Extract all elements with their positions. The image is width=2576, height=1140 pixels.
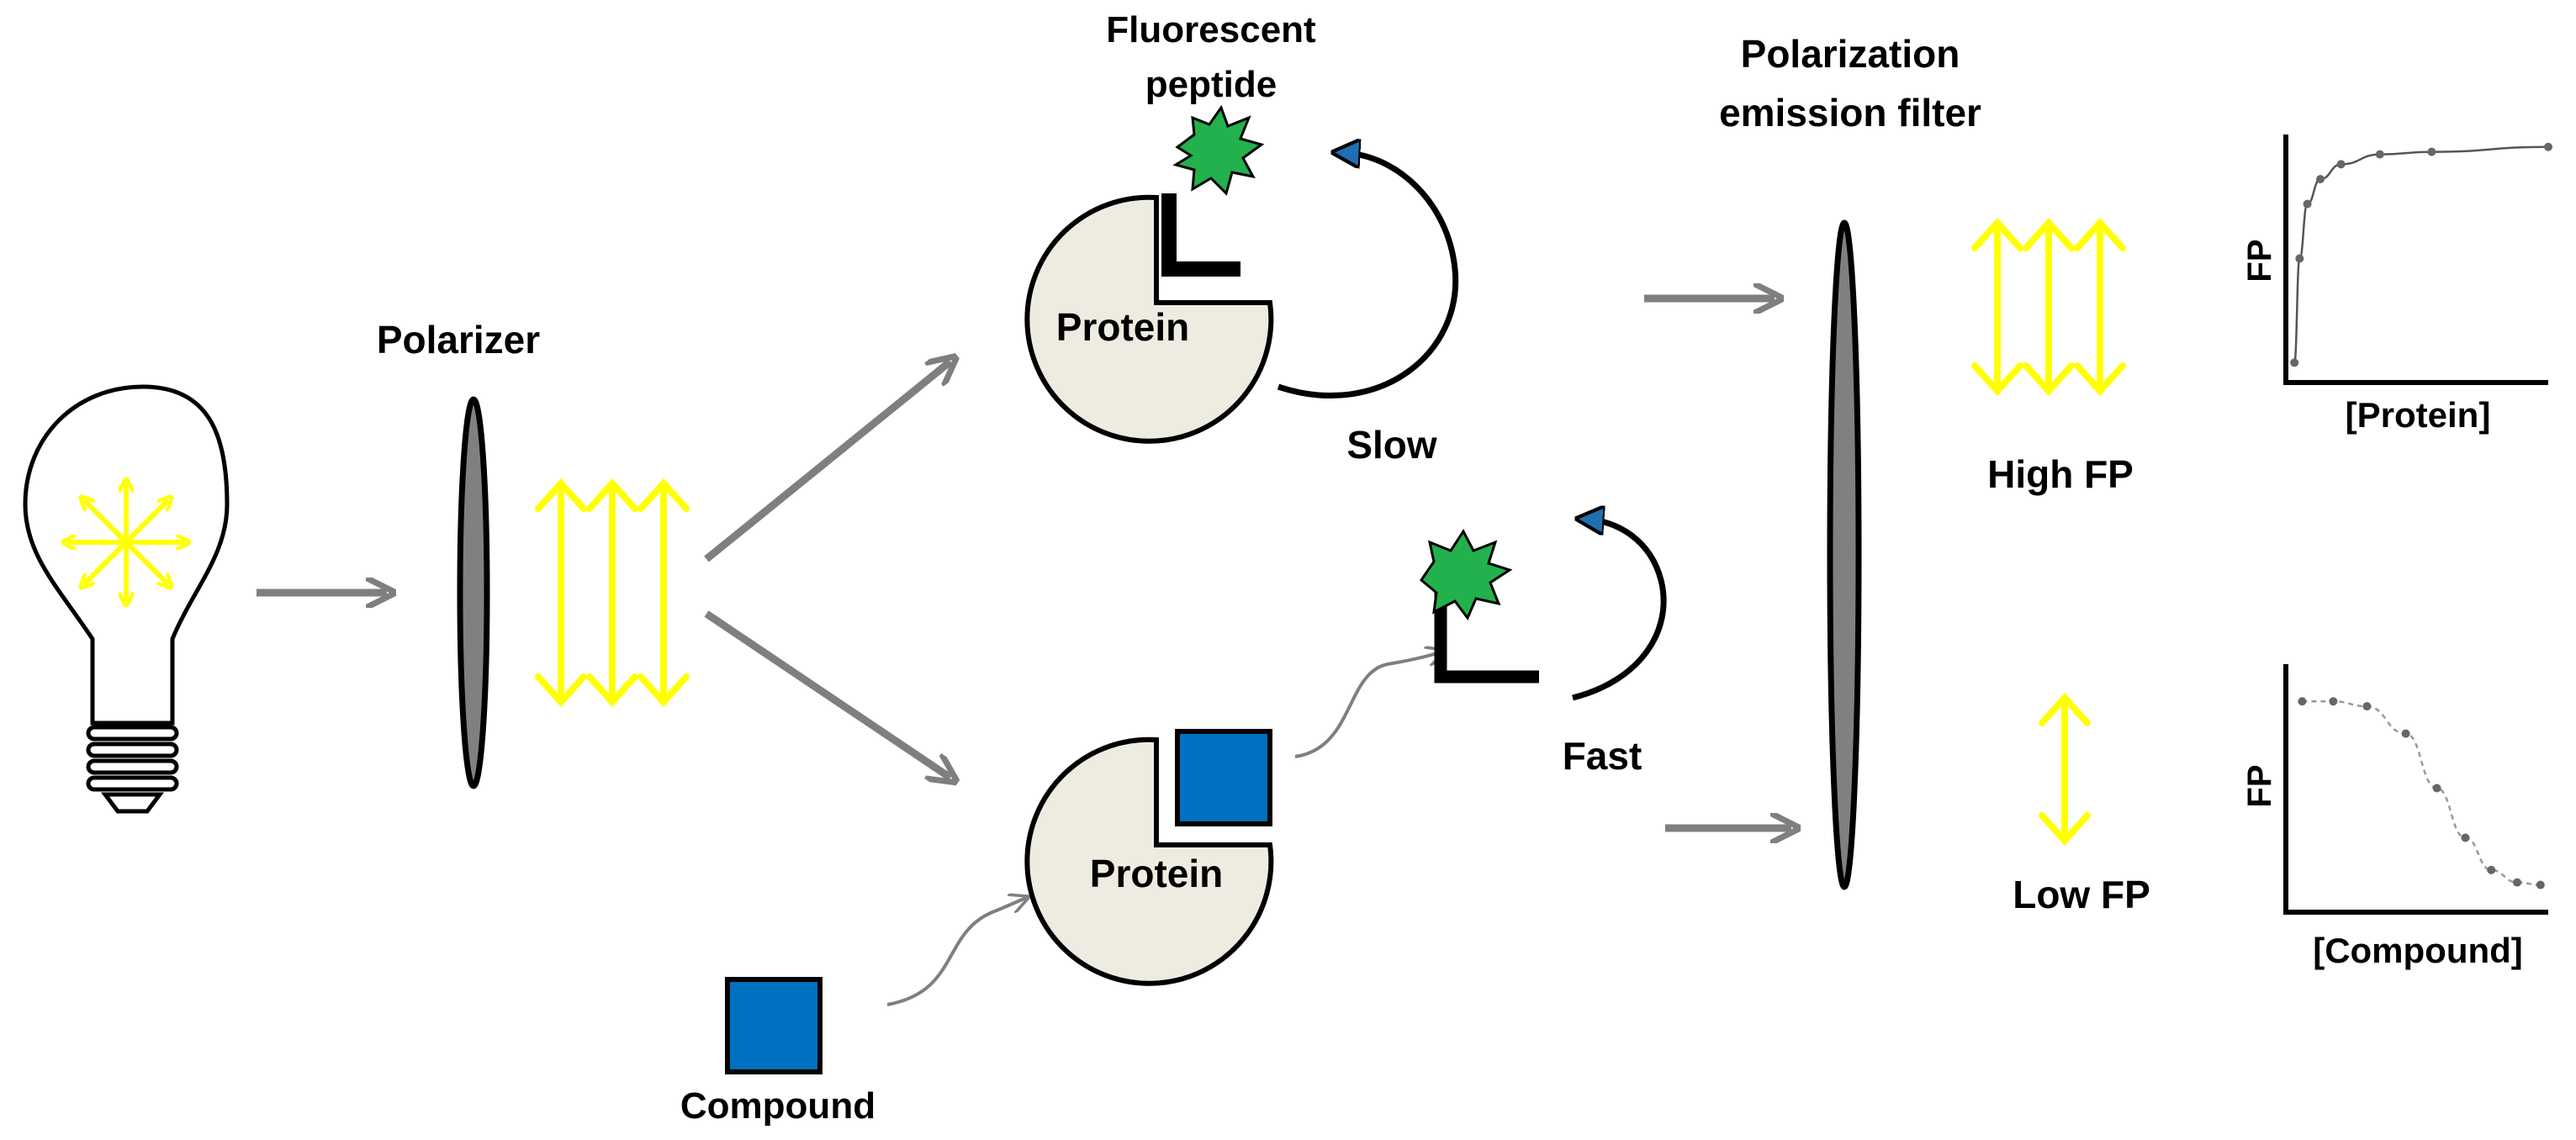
polarizer-lens bbox=[457, 396, 490, 789]
data-point bbox=[2375, 150, 2384, 159]
fluorophore-bottom-icon bbox=[1419, 529, 1513, 620]
fast-rotation-arrow bbox=[1572, 520, 1667, 701]
data-point bbox=[2401, 729, 2410, 738]
peptide-free-icon bbox=[1434, 580, 1539, 683]
data-point bbox=[2298, 697, 2307, 706]
polarizer-label: Polarizer bbox=[377, 318, 540, 362]
data-point bbox=[2336, 160, 2346, 169]
compound-bound-square bbox=[1175, 729, 1272, 826]
protein-bottom-label: Protein bbox=[1090, 852, 1223, 895]
protein-bottom bbox=[1024, 736, 1274, 986]
data-point bbox=[2303, 199, 2312, 208]
data-point bbox=[2362, 702, 2372, 711]
data-point bbox=[2487, 865, 2496, 874]
polarized-light-icon bbox=[535, 478, 690, 707]
data-point bbox=[2461, 833, 2470, 842]
fluorophore-top-icon bbox=[1172, 104, 1265, 196]
fluorescent-peptide-label-line1: Fluorescent bbox=[1106, 9, 1316, 50]
slow-label: Slow bbox=[1346, 423, 1437, 467]
data-point bbox=[2329, 697, 2338, 706]
data-point bbox=[2295, 254, 2304, 263]
chart-axes bbox=[2283, 664, 2548, 915]
polarization-filter-label-line2: emission filter bbox=[1719, 91, 1981, 135]
data-point bbox=[2432, 784, 2441, 793]
light-bulb-icon bbox=[23, 384, 230, 814]
binding-curve bbox=[2293, 145, 2549, 364]
unpolarized-light-icon bbox=[67, 483, 185, 601]
high-fp-label: High FP bbox=[1987, 452, 2134, 496]
chart-xlabel: [Protein] bbox=[2346, 395, 2491, 435]
high-fp-light-icon bbox=[1971, 218, 2126, 396]
peptide-bound-icon bbox=[1161, 193, 1240, 277]
compound-label: Compound bbox=[680, 1085, 875, 1127]
upper-branch-arrow bbox=[704, 362, 950, 562]
compound-square bbox=[725, 977, 823, 1074]
data-point bbox=[2536, 880, 2545, 889]
chart-xlabel: [Compound] bbox=[2313, 931, 2523, 970]
low-fp-label: Low FP bbox=[2013, 873, 2150, 916]
fluorescent-peptide-label-line2: peptide bbox=[1145, 64, 1277, 105]
peptide-release-arrow bbox=[1294, 652, 1442, 758]
protein-top-label: Protein bbox=[1056, 305, 1189, 349]
data-point bbox=[2290, 358, 2299, 367]
compound-binding-arrow bbox=[886, 898, 1026, 1006]
data-point bbox=[2513, 878, 2522, 887]
slow-rotation-arrow bbox=[1277, 153, 1459, 398]
emission-filter-lens bbox=[1827, 219, 1862, 890]
fast-label: Fast bbox=[1563, 734, 1642, 778]
lower-branch-arrow bbox=[704, 610, 950, 778]
data-point bbox=[2544, 142, 2552, 151]
polarization-filter-label-line1: Polarization bbox=[1741, 32, 1960, 76]
low-fp-light-icon bbox=[2039, 693, 2091, 846]
fp-vs-protein-chart: FP [Protein] bbox=[2241, 135, 2552, 435]
chart-ylabel: FP bbox=[2241, 764, 2278, 807]
data-point bbox=[2427, 147, 2436, 156]
chart-ylabel: FP bbox=[2241, 239, 2278, 282]
chart-axes bbox=[2283, 135, 2548, 385]
protein-top bbox=[1024, 194, 1274, 444]
displacement-curve bbox=[2302, 700, 2541, 886]
data-point bbox=[2315, 175, 2325, 184]
fp-vs-compound-chart: FP [Compound] bbox=[2241, 664, 2548, 970]
